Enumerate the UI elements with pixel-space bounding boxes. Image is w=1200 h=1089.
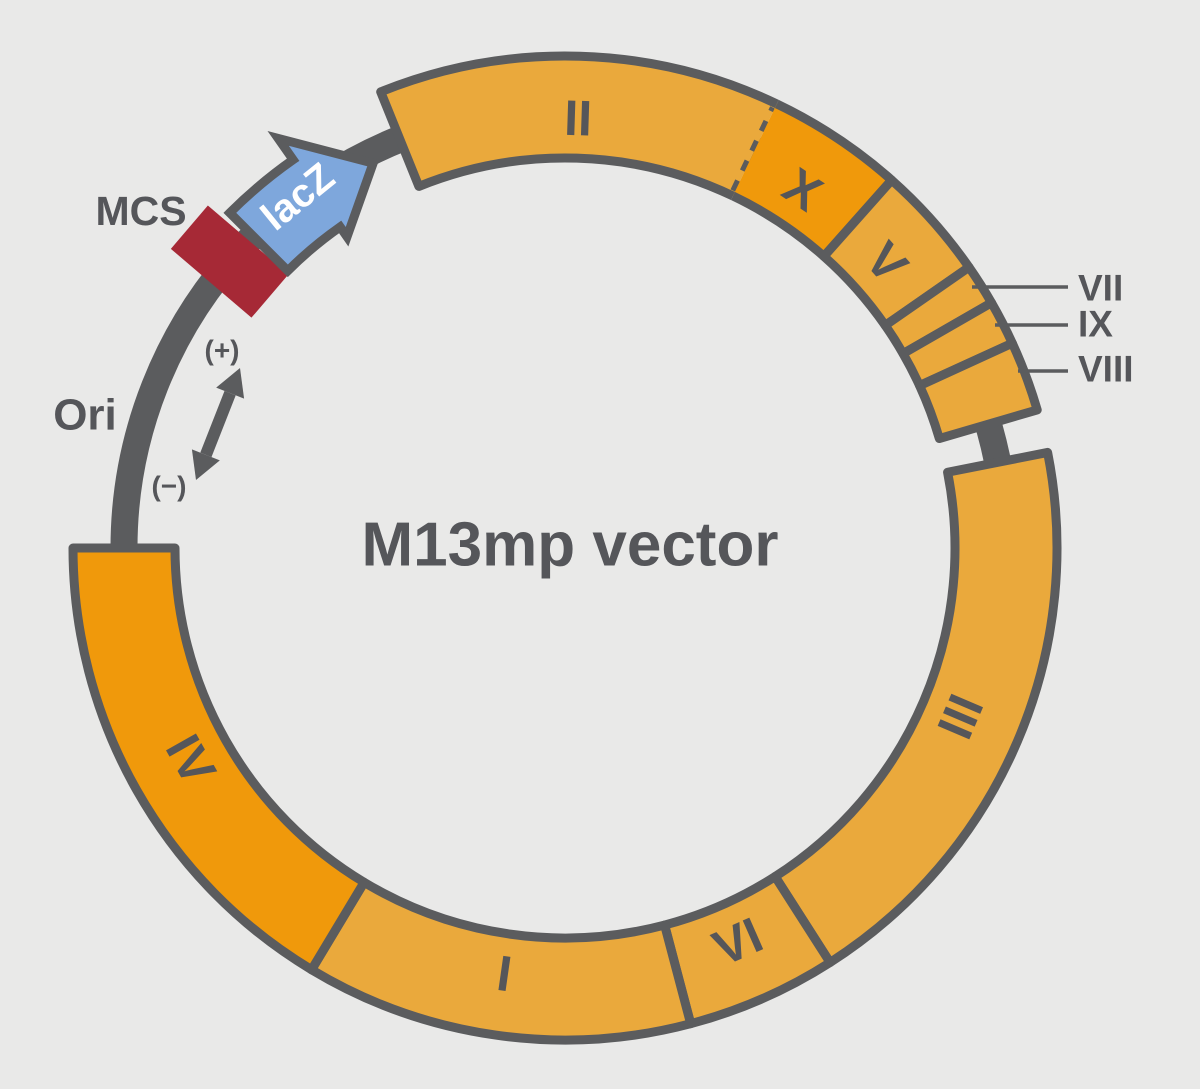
gene-segment-II-fill xyxy=(380,56,777,196)
strand-arrow-head-minus xyxy=(191,449,220,480)
plus-strand-label: (+) xyxy=(205,335,240,366)
gene-segment-VIII-outline xyxy=(915,338,1042,444)
minus-strand-label: (−) xyxy=(152,471,187,502)
gene-segment-II-outline xyxy=(376,51,779,201)
gene-vii-callout-label: VII xyxy=(1078,268,1123,309)
annotation-lines-layer xyxy=(191,285,1068,480)
gene-segment-I-fill xyxy=(311,882,691,1041)
gene-segment-III-fill xyxy=(775,452,1058,963)
gene-segment-IX-fill xyxy=(903,302,1013,386)
gene-ix-callout-label: IX xyxy=(1078,304,1113,345)
page-title: M13mp vector xyxy=(362,511,779,580)
mcs-block xyxy=(170,205,289,318)
gene-segment-label-II: II xyxy=(563,90,593,147)
gene-viii-callout-label: VIII xyxy=(1078,349,1134,390)
gene-segment-VII-fill xyxy=(885,267,992,354)
strand-arrow-head-plus xyxy=(216,368,245,399)
mcs-lacz-layer xyxy=(170,130,380,318)
strand-arrow-shaft xyxy=(200,390,236,458)
gene-segment-IV-fill xyxy=(73,548,365,970)
mcs-label: MCS xyxy=(95,188,186,234)
lacz-arrow xyxy=(223,130,380,278)
ori-label: Ori xyxy=(53,391,117,440)
gene-segment-IV-outline xyxy=(68,543,369,975)
